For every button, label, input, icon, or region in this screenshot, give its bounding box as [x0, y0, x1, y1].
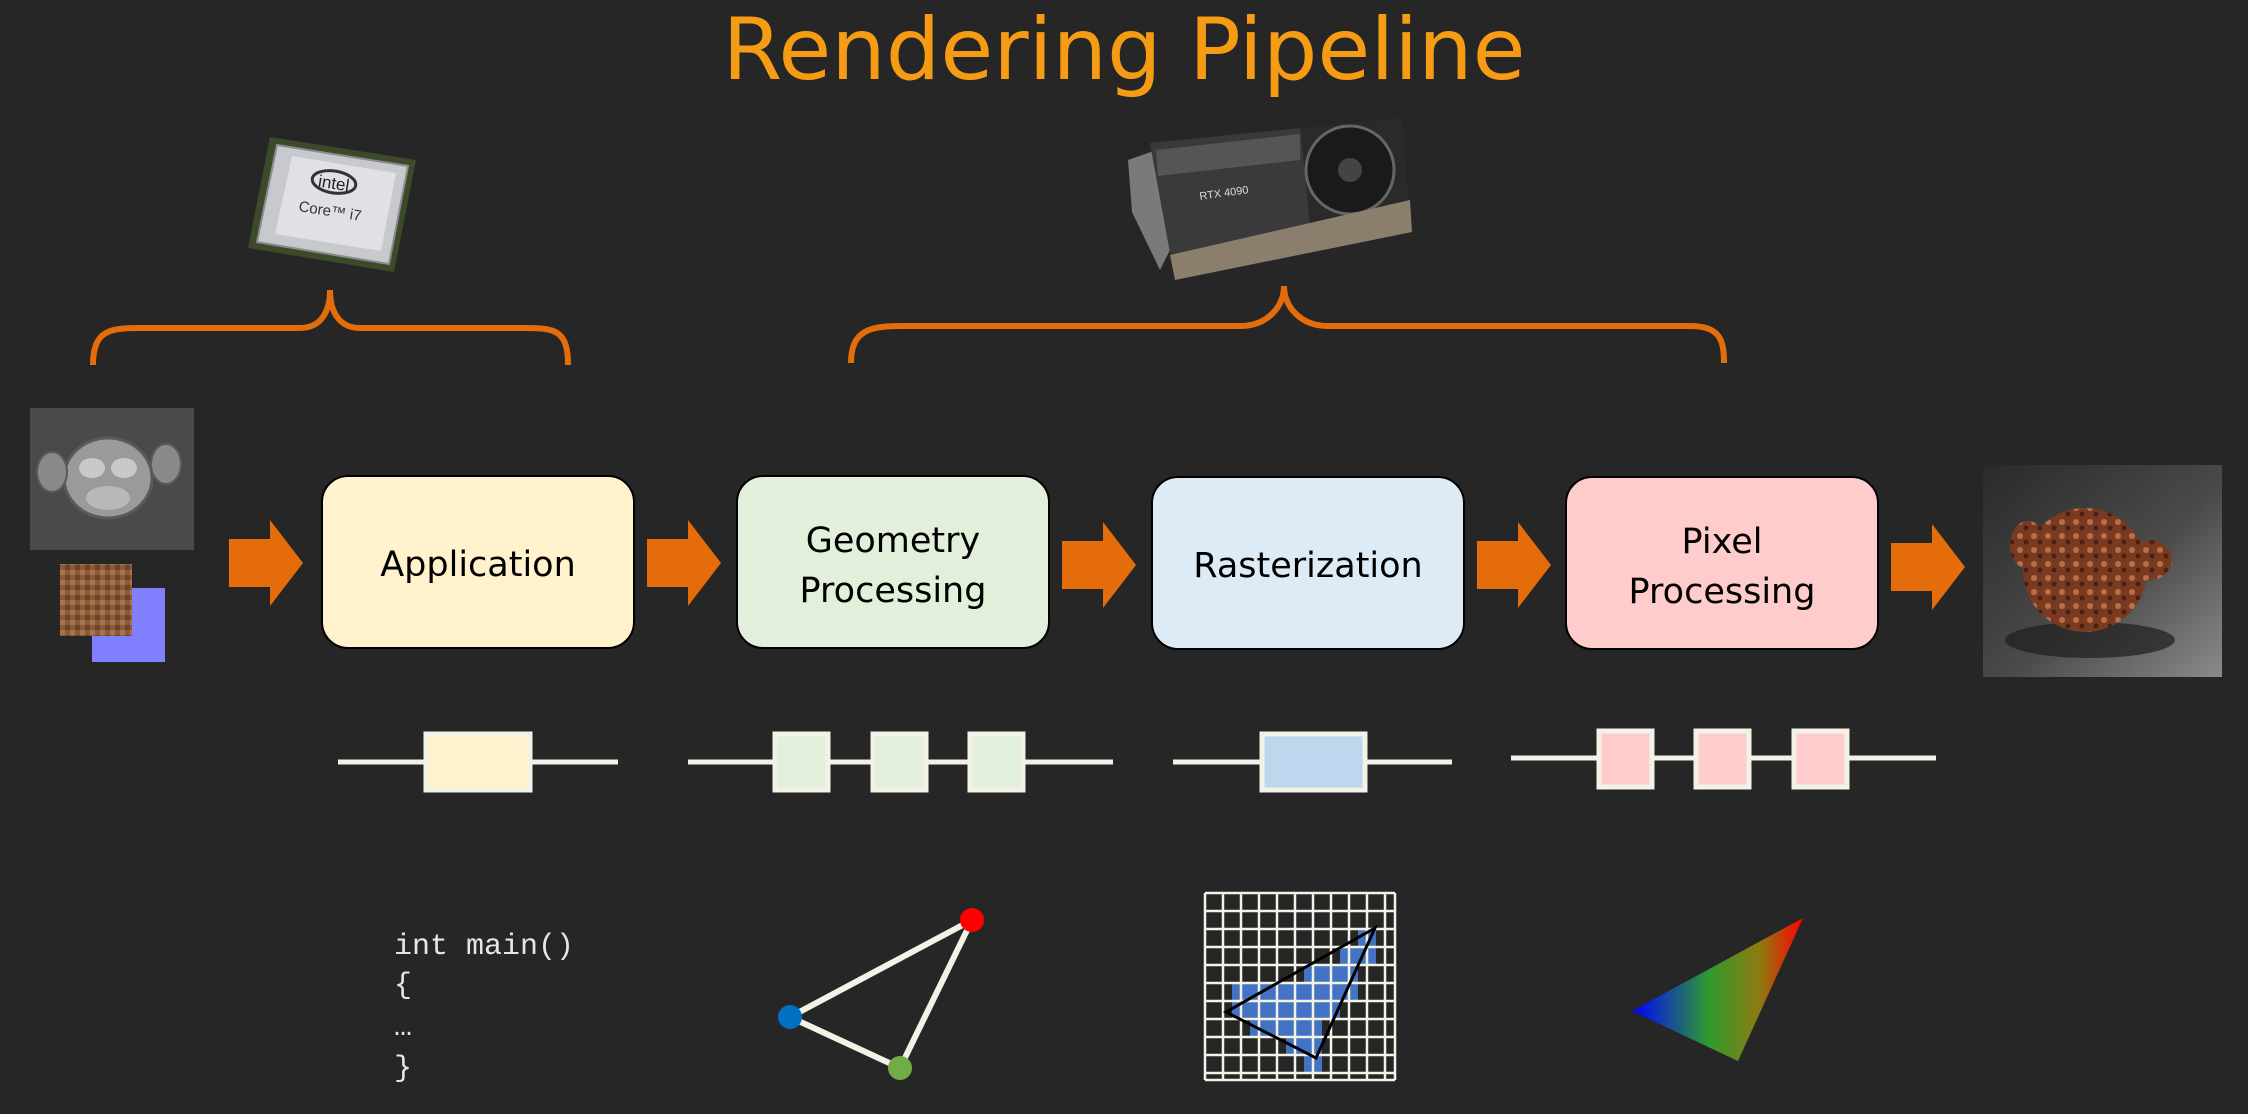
arrow-input-to-application — [229, 520, 303, 606]
vertex-green — [888, 1056, 912, 1080]
substage-unit — [1596, 728, 1655, 790]
stage-application: Application — [321, 475, 635, 649]
substage-unit — [870, 731, 929, 793]
cpu-chip-icon: intel Core™ i7 — [248, 137, 416, 272]
input-model-image — [30, 408, 194, 550]
page-title: Rendering Pipeline — [722, 0, 1526, 100]
stage-label-geometry-line2: Processing — [800, 571, 987, 611]
arrow-geometry-to-rasterization — [1062, 522, 1136, 608]
stage-geometry-processing: Geometry Processing — [736, 475, 1050, 649]
cpu-brace — [90, 289, 571, 366]
code-line: … — [394, 1011, 412, 1045]
substage-unit — [1259, 731, 1368, 793]
stage-label-geometry-line1: Geometry — [806, 521, 981, 561]
stage-rasterization: Rasterization — [1151, 476, 1465, 650]
code-line: { — [394, 969, 412, 1003]
arrow-pixel-to-output — [1891, 524, 1965, 610]
shaded-triangle-illustration — [1632, 918, 1803, 1061]
stage-label-pixel-line2: Processing — [1629, 572, 1816, 612]
arrows — [229, 520, 1965, 610]
output-render-image — [1983, 465, 2222, 677]
gpu-brace — [848, 285, 1727, 364]
triangle-vertices-illustration — [778, 908, 984, 1080]
code-line: } — [394, 1052, 412, 1086]
arrow-application-to-geometry — [647, 520, 721, 606]
stage-label-pixel-line1: Pixel — [1682, 522, 1763, 562]
substage-application — [338, 731, 618, 793]
code-line: int main() — [394, 930, 574, 964]
stage-label-rasterization: Rasterization — [1193, 546, 1422, 586]
arrow-rasterization-to-pixel — [1477, 522, 1551, 608]
graphics-card-icon: RTX 4090 — [1128, 118, 1412, 280]
substage-bars — [338, 728, 1936, 793]
texture-image — [60, 564, 132, 636]
substage-unit — [1693, 728, 1752, 790]
vertex-red — [960, 908, 984, 932]
substage-pixel — [1511, 728, 1936, 790]
substage-geometry — [688, 731, 1113, 793]
cpu-brand: intel — [317, 172, 351, 196]
code-snippet: int main() { … } — [394, 930, 574, 1086]
vertex-blue — [778, 1005, 802, 1029]
substage-unit — [967, 731, 1026, 793]
raster-grid-illustration — [1203, 891, 1397, 1082]
stage-pixel-processing: Pixel Processing — [1565, 476, 1879, 650]
substage-unit — [772, 731, 831, 793]
substage-unit — [423, 731, 533, 793]
stage-label-application: Application — [380, 545, 576, 585]
substage-rasterization — [1173, 731, 1452, 793]
substage-unit — [1791, 728, 1850, 790]
